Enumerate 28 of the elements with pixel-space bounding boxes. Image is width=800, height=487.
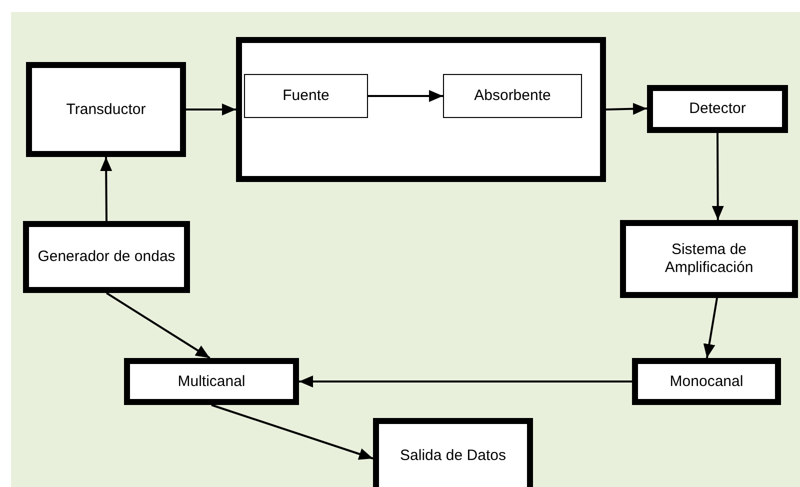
- arrow: [712, 133, 724, 220]
- box-label: Salida de Datos: [400, 446, 506, 464]
- arrow: [106, 292, 210, 359]
- process-box: [26, 62, 186, 157]
- arrow: [606, 102, 648, 115]
- box-label: Monocanal: [670, 372, 744, 390]
- box-label: Transductor: [66, 100, 146, 118]
- box-label: Detector: [689, 100, 746, 118]
- process-box: [620, 220, 798, 298]
- box-label: Absorbente: [474, 87, 551, 105]
- arrow: [299, 376, 632, 388]
- process-box: [443, 74, 582, 118]
- box-label: Generador de ondas: [38, 248, 176, 266]
- arrow: [703, 298, 718, 358]
- arrow: [211, 404, 374, 460]
- process-box: [647, 85, 788, 133]
- process-box: [373, 418, 533, 487]
- box-label: Sistema de Amplificación: [664, 241, 754, 277]
- process-box: [124, 358, 299, 405]
- process-box: [244, 74, 368, 118]
- process-box: [632, 358, 781, 405]
- arrow: [368, 90, 443, 102]
- box-label: Fuente: [282, 87, 330, 105]
- arrow: [100, 157, 112, 221]
- box-label: Multicanal: [178, 372, 246, 390]
- arrow: [186, 104, 236, 116]
- process-box: [23, 221, 190, 293]
- container-box: [236, 37, 606, 182]
